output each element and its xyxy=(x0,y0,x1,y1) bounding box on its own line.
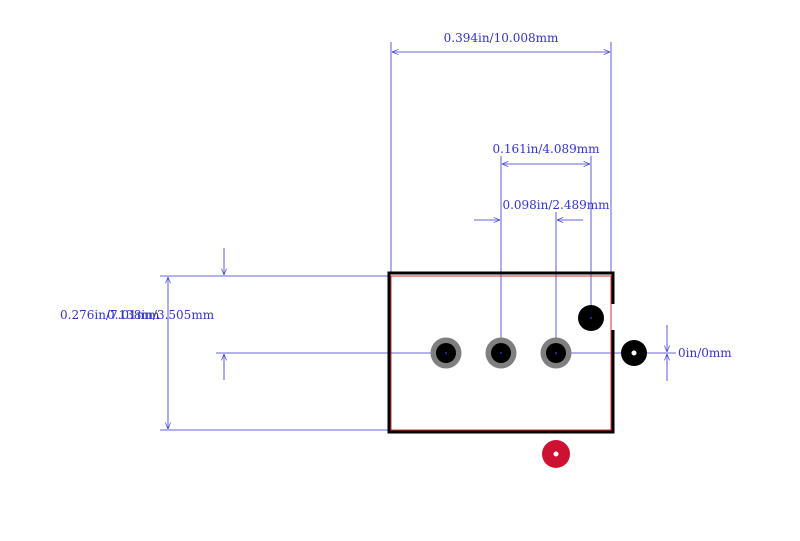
origin-marker xyxy=(542,440,570,468)
pad-1 xyxy=(430,337,462,369)
courtyard-outline xyxy=(390,275,612,431)
dimension-pitch: 0.098in/2.489mm xyxy=(474,198,610,353)
dimension-pin-span: 0.161in/4.089mm xyxy=(492,142,600,353)
pad-3 xyxy=(540,337,572,369)
dimension-offset: 0in/0mm xyxy=(556,325,732,381)
pad-2 xyxy=(485,337,517,369)
dimension-label-offset: 0in/0mm xyxy=(678,346,732,360)
pad-4 xyxy=(578,305,604,331)
pad-5 xyxy=(621,340,647,366)
dimension-label-span: 0.161in/4.089mm xyxy=(492,142,600,156)
dimension-label-height: 0.276in/7.01mm xyxy=(60,308,160,322)
component-outline xyxy=(387,271,615,434)
dimension-label-pad-row: 0.138in/3.505mm xyxy=(107,308,215,322)
dimension-pad-row: 0.138in/3.505mm xyxy=(107,248,446,380)
dimension-overall-width: 0.394in/10.008mm xyxy=(390,31,612,274)
dimension-height: 0.276in/7.01mm xyxy=(60,275,389,431)
dimension-label-width: 0.394in/10.008mm xyxy=(444,31,559,45)
dimension-label-pitch: 0.098in/2.489mm xyxy=(502,198,610,212)
